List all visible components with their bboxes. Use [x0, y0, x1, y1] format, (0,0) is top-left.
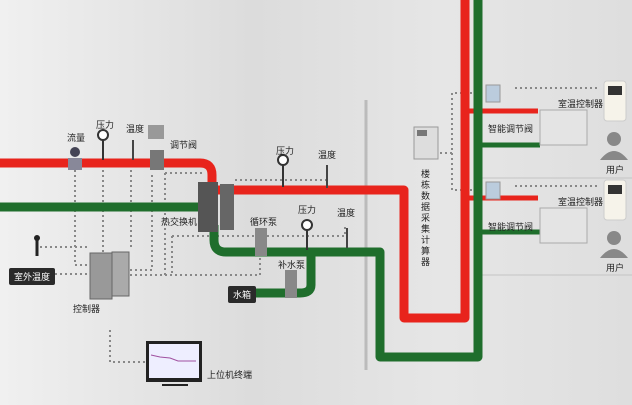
label-room-controller: 室温控制器: [558, 100, 604, 110]
label-flow: 流量: [67, 134, 86, 144]
label-smart-valve: 智能调节阀: [488, 223, 534, 233]
label-temperature: 温度: [126, 125, 145, 135]
label-user: 用户: [606, 264, 625, 274]
smart-valve-icon: [485, 84, 501, 200]
label-pressure: 压力: [298, 206, 317, 216]
label-control-valve: 调节阀: [170, 141, 198, 151]
control-valve-icon: [148, 125, 164, 170]
label-pressure: 压力: [96, 121, 115, 131]
thermostat-icon: [603, 80, 627, 221]
pressure-gauge-icon: [97, 129, 313, 250]
pump-icon: [255, 228, 297, 298]
label-pressure: 压力: [276, 147, 295, 157]
label-water-tank: 水箱: [228, 286, 257, 303]
label-controller: 控制器: [73, 305, 101, 315]
label-circulation-pump: 循环泵: [250, 218, 278, 228]
antenna-icon: [34, 235, 40, 256]
label-makeup-pump: 补水泵: [278, 261, 306, 271]
label-smart-valve: 智能调节阀: [488, 125, 534, 135]
label-temperature: 温度: [337, 209, 356, 219]
flowmeter-icon: [68, 147, 82, 170]
return-pipe: [0, 0, 540, 362]
label-building-collector: 楼栋数据采集计算器: [421, 170, 431, 268]
label-outdoor-temperature: 室外温度: [9, 268, 56, 285]
label-room-controller: 室温控制器: [558, 198, 604, 208]
user-icon: [600, 132, 628, 258]
controller-cabinet-icon: [89, 251, 130, 300]
label-heat-exchanger: 热交换机: [161, 218, 198, 228]
collector-meter-icon: [413, 126, 439, 160]
label-user: 用户: [606, 166, 625, 176]
radiator-icon: [539, 109, 588, 244]
label-temperature: 温度: [318, 151, 337, 161]
heat-exchanger-icon: [198, 182, 234, 232]
thermometer-icon: [132, 140, 348, 248]
label-host-terminal: 上位机终端: [207, 371, 253, 381]
monitor-icon: [146, 341, 202, 386]
